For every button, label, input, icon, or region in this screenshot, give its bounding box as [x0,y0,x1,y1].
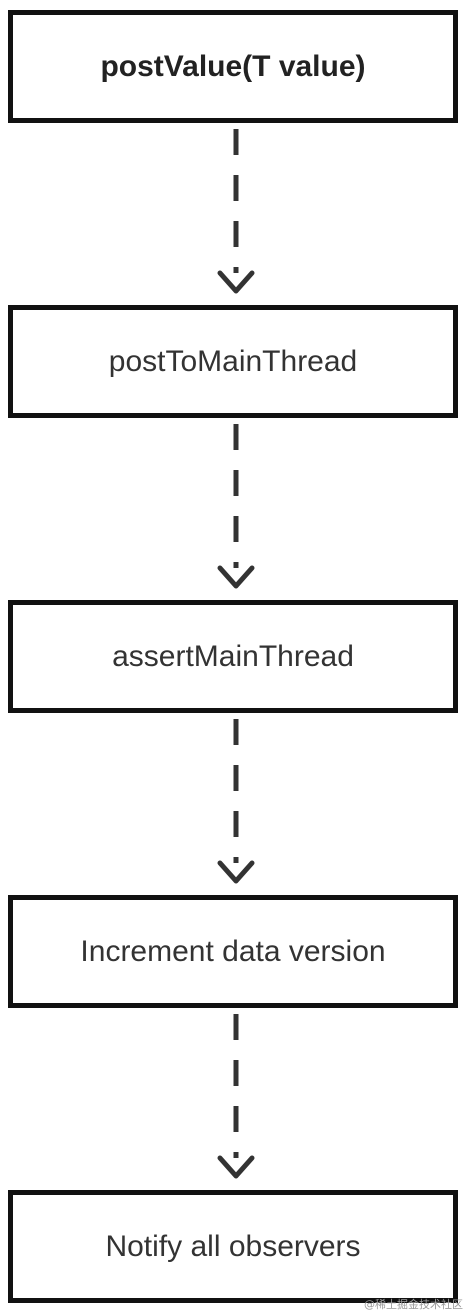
flow-step-label: Notify all observers [105,1229,361,1263]
connector-arrow-4 [217,1014,255,1179]
flow-step-assert-main-thread: assertMainThread [8,600,458,713]
flow-step-label: postToMainThread [108,344,358,378]
flow-step-post-to-main-thread: postToMainThread [8,305,458,418]
watermark: @稀土掘金技术社区 [364,1298,463,1311]
connector-arrow-3 [217,719,255,884]
flow-step-increment-data-version: Increment data version [8,895,458,1008]
flow-step-post-value: postValue(T value) [8,10,458,123]
flow-step-label: postValue(T value) [100,49,366,83]
flow-step-label: assertMainThread [112,639,354,673]
connector-arrow-2 [217,424,255,589]
flow-step-notify-observers: Notify all observers [8,1190,458,1303]
flow-step-label: Increment data version [80,934,386,968]
connector-arrow-1 [217,129,255,294]
